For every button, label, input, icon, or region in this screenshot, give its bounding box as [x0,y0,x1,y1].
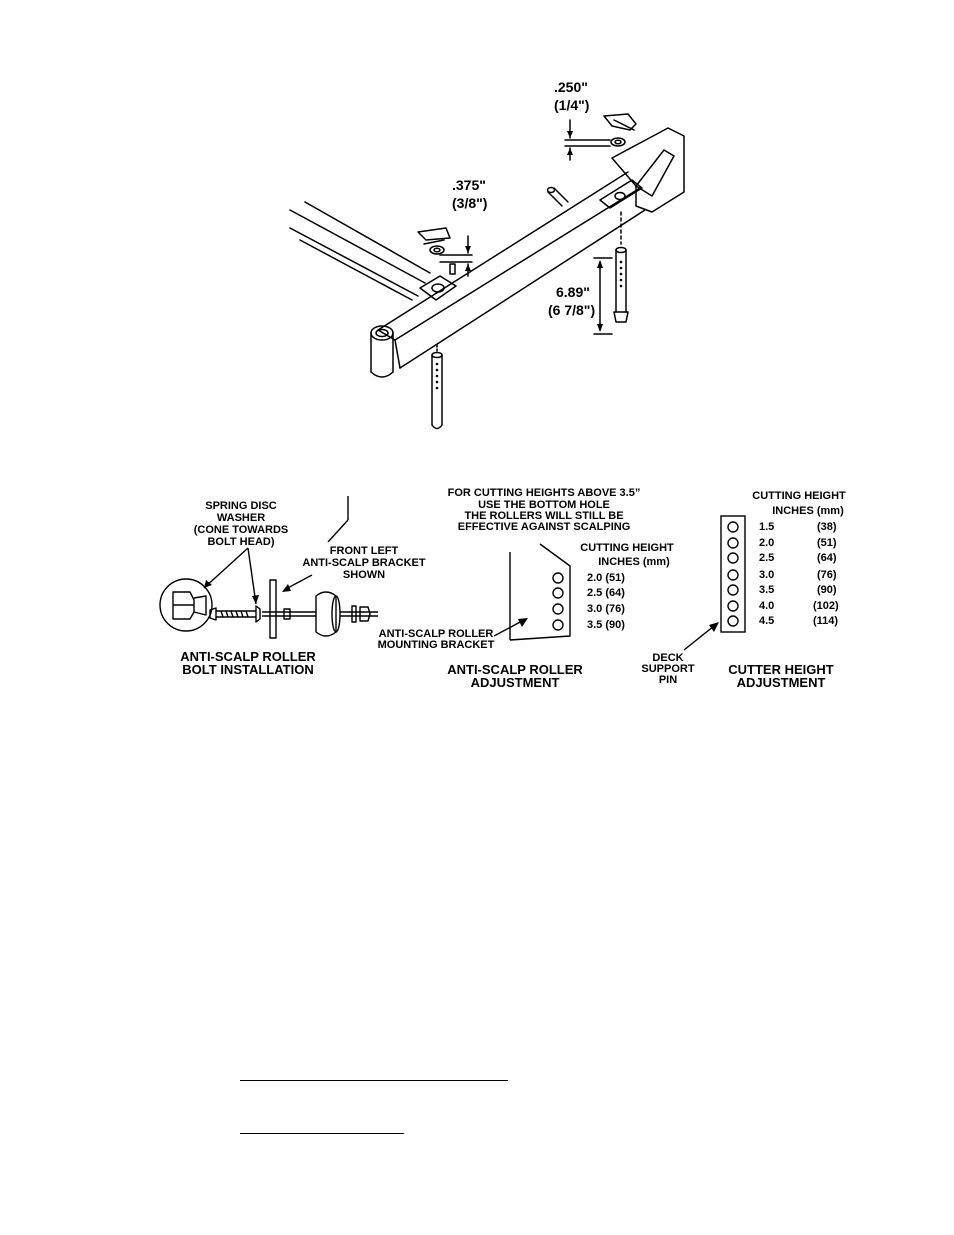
cutter-row-7-inches: 4.5 [759,615,775,627]
roller-row-4: 3.5 (90) [587,619,625,631]
roller-row-3: 3.0 (76) [587,603,625,615]
cutter-row-2-inches: 2.0 [759,537,775,549]
bracket-label-line2: ANTI-SCALP BRACKET [302,557,426,569]
roller-row-2: 2.5 (64) [587,587,625,599]
bolt-install-caption-line1: ANTI-SCALP ROLLER [180,649,316,664]
cutter-row-5-mm: (90) [817,584,837,596]
deck-pin-label-line3: PIN [658,674,678,686]
roller-hole-3 [552,603,564,615]
underline-rule-short [240,1133,404,1134]
cutter-row-7-mm: (114) [813,615,839,627]
cutter-adjust-caption-line1: CUTTER HEIGHT [728,662,834,677]
dim-quarter-value: .250" [554,79,588,95]
dim-pin-value: 6.89" [556,284,590,300]
cutter-row-3-mm: (64) [817,552,837,564]
cutter-header-line1: CUTTING HEIGHT [752,490,846,502]
roller-note-line2: USE THE BOTTOM HOLE [478,499,610,511]
cutter-row-4-mm: (76) [817,569,837,581]
deck-pin-label-line2: SUPPORT [641,663,695,675]
deck-pin-label-line1: DECK [652,652,684,664]
roller-header-line2: INCHES (mm) [598,556,670,568]
cutter-row-2-mm: (51) [817,537,837,549]
cutter-hole-7 [727,615,739,627]
washer-label-line4: BOLT HEAD) [207,536,275,548]
cutter-row-6-mm: (102) [813,600,839,612]
mounting-bracket-label-line2: MOUNTING BRACKET [377,639,495,651]
cutter-adjust-caption-line2: ADJUSTMENT [736,675,826,690]
cutter-row-4-inches: 3.0 [759,569,775,581]
roller-header-line1: CUTTING HEIGHT [580,542,674,554]
dim-three-eighths-fraction: (3/8") [452,195,488,211]
washer-label-line1: SPRING DISC [205,500,277,512]
cutter-row-5-inches: 3.5 [759,584,775,596]
cutter-hole-6 [727,600,739,612]
dim-quarter-fraction: (1/4") [554,97,590,113]
roller-hole-4 [552,619,564,631]
dim-three-eighths-value: .375" [452,177,486,193]
cutter-row-1-mm: (38) [817,521,837,533]
roller-note-line4: EFFECTIVE AGAINST SCALPING [457,521,631,533]
bolt-install-caption-line2: BOLT INSTALLATION [182,662,314,677]
roller-hole-2 [552,587,564,599]
cutter-hole-4 [727,569,739,581]
mounting-bracket-label-line1: ANTI-SCALP ROLLER [378,628,494,640]
underline-rule-long [240,1080,508,1081]
cutter-header-line2: INCHES (mm) [772,505,844,517]
roller-adjust-caption-line1: ANTI-SCALP ROLLER [447,662,583,677]
washer-label-line2: WASHER [216,512,266,524]
dim-pin-fraction: (6 7/8") [548,302,596,318]
cutter-hole-2 [727,537,739,549]
roller-adjust-caption-line2: ADJUSTMENT [470,675,560,690]
washer-label-line3: (CONE TOWARDS [193,524,289,536]
roller-note-line1: FOR CUTTING HEIGHTS ABOVE 3.5” [447,487,641,499]
bracket-label-line1: FRONT LEFT [329,545,399,557]
roller-row-1: 2.0 (51) [587,572,625,584]
cutter-row-1-inches: 1.5 [759,521,775,533]
bracket-label-line3: SHOWN [342,569,386,581]
cutter-row-3-inches: 2.5 [759,552,775,564]
roller-note-line3: THE ROLLERS WILL STILL BE [464,510,624,522]
roller-hole-1 [552,572,564,584]
cutter-hole-3 [727,552,739,564]
cutter-hole-1 [727,521,739,533]
cutter-hole-5 [727,584,739,596]
cutter-row-6-inches: 4.0 [759,600,775,612]
